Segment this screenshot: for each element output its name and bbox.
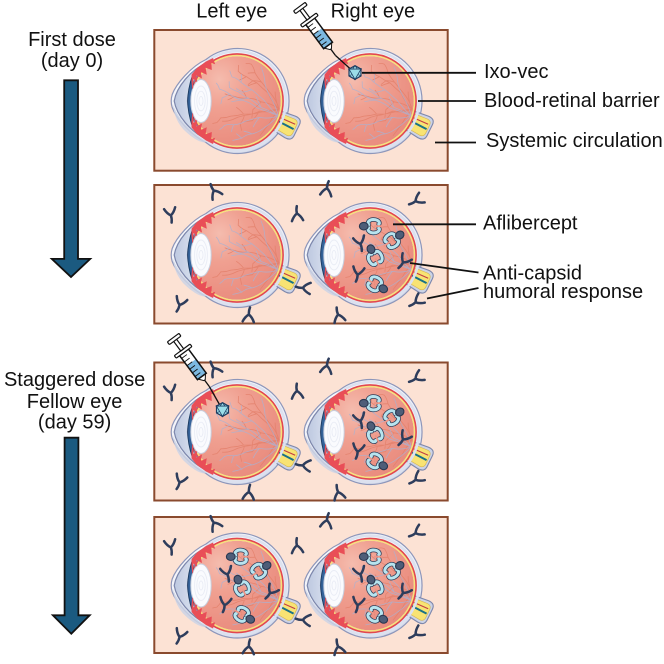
svg-text:Blood-retinal barrier: Blood-retinal barrier [484,90,660,112]
svg-text:Systemic circulation: Systemic circulation [486,130,663,152]
svg-text:Aflibercept: Aflibercept [483,213,578,235]
svg-text:Right eye: Right eye [331,1,416,23]
svg-text:Fellow eye: Fellow eye [27,391,123,413]
svg-text:Left eye: Left eye [196,1,267,23]
svg-text:(day 59): (day 59) [38,412,111,434]
svg-text:Ixo-vec: Ixo-vec [484,61,548,83]
svg-text:(day 0): (day 0) [41,50,103,72]
svg-text:First dose: First dose [28,29,116,51]
svg-text:humoral response: humoral response [483,281,643,303]
svg-text:Anti-capsid: Anti-capsid [483,263,582,285]
svg-text:Staggered dose: Staggered dose [4,369,145,391]
